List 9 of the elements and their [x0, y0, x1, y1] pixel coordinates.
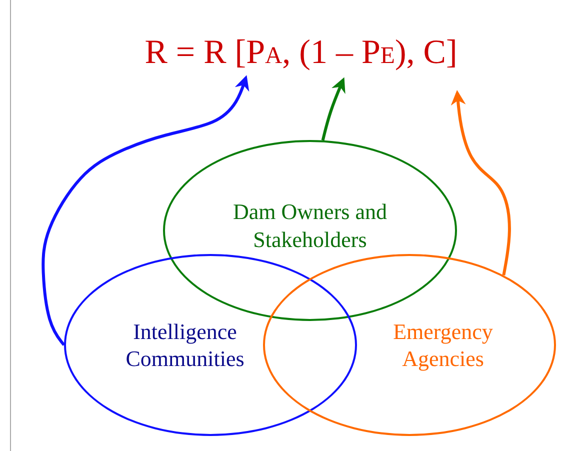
ellipse: [64, 254, 357, 436]
arrow: [321, 77, 346, 141]
ellipse-label: Dam Owners and Stakeholders: [232, 198, 388, 253]
ellipse: [163, 140, 457, 321]
arrow: [450, 90, 511, 276]
ellipse-label: Intelligence Communities: [124, 318, 246, 372]
ellipse: [263, 254, 556, 436]
arrow: [42, 75, 250, 346]
ellipse-label: Emergency Agencies: [392, 318, 494, 372]
